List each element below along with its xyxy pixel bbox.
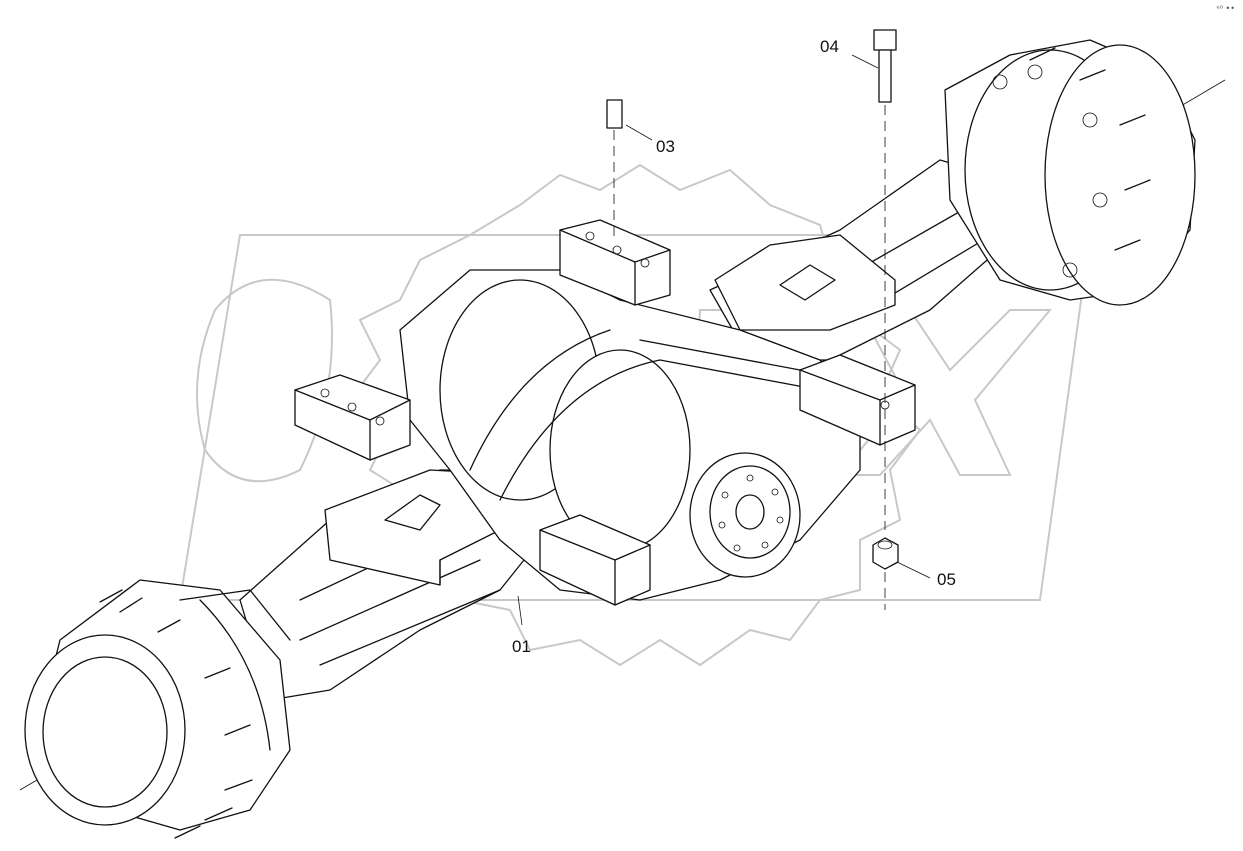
mount-bracket-rear-left [559, 219, 671, 306]
corner-note: ᵉ⁰ •• [1216, 4, 1235, 13]
nut-part-05 [872, 537, 899, 610]
bolt-part-04 [873, 29, 897, 530]
input-flange [689, 452, 801, 578]
stud-part-03 [606, 99, 623, 240]
leader-lines [517, 54, 931, 626]
callout-03: 03 [656, 137, 675, 156]
callout-05: 05 [937, 570, 956, 589]
mount-bracket-rear-right [799, 354, 916, 446]
left-wheel-hub [24, 579, 291, 839]
right-axle-arm [709, 159, 1011, 361]
callout-04: 04 [820, 37, 839, 56]
mount-bracket-front-right [539, 514, 651, 606]
right-wheel-hub [944, 39, 1196, 306]
callout-01: 01 [512, 637, 531, 656]
mount-bracket-front-left [294, 374, 411, 461]
